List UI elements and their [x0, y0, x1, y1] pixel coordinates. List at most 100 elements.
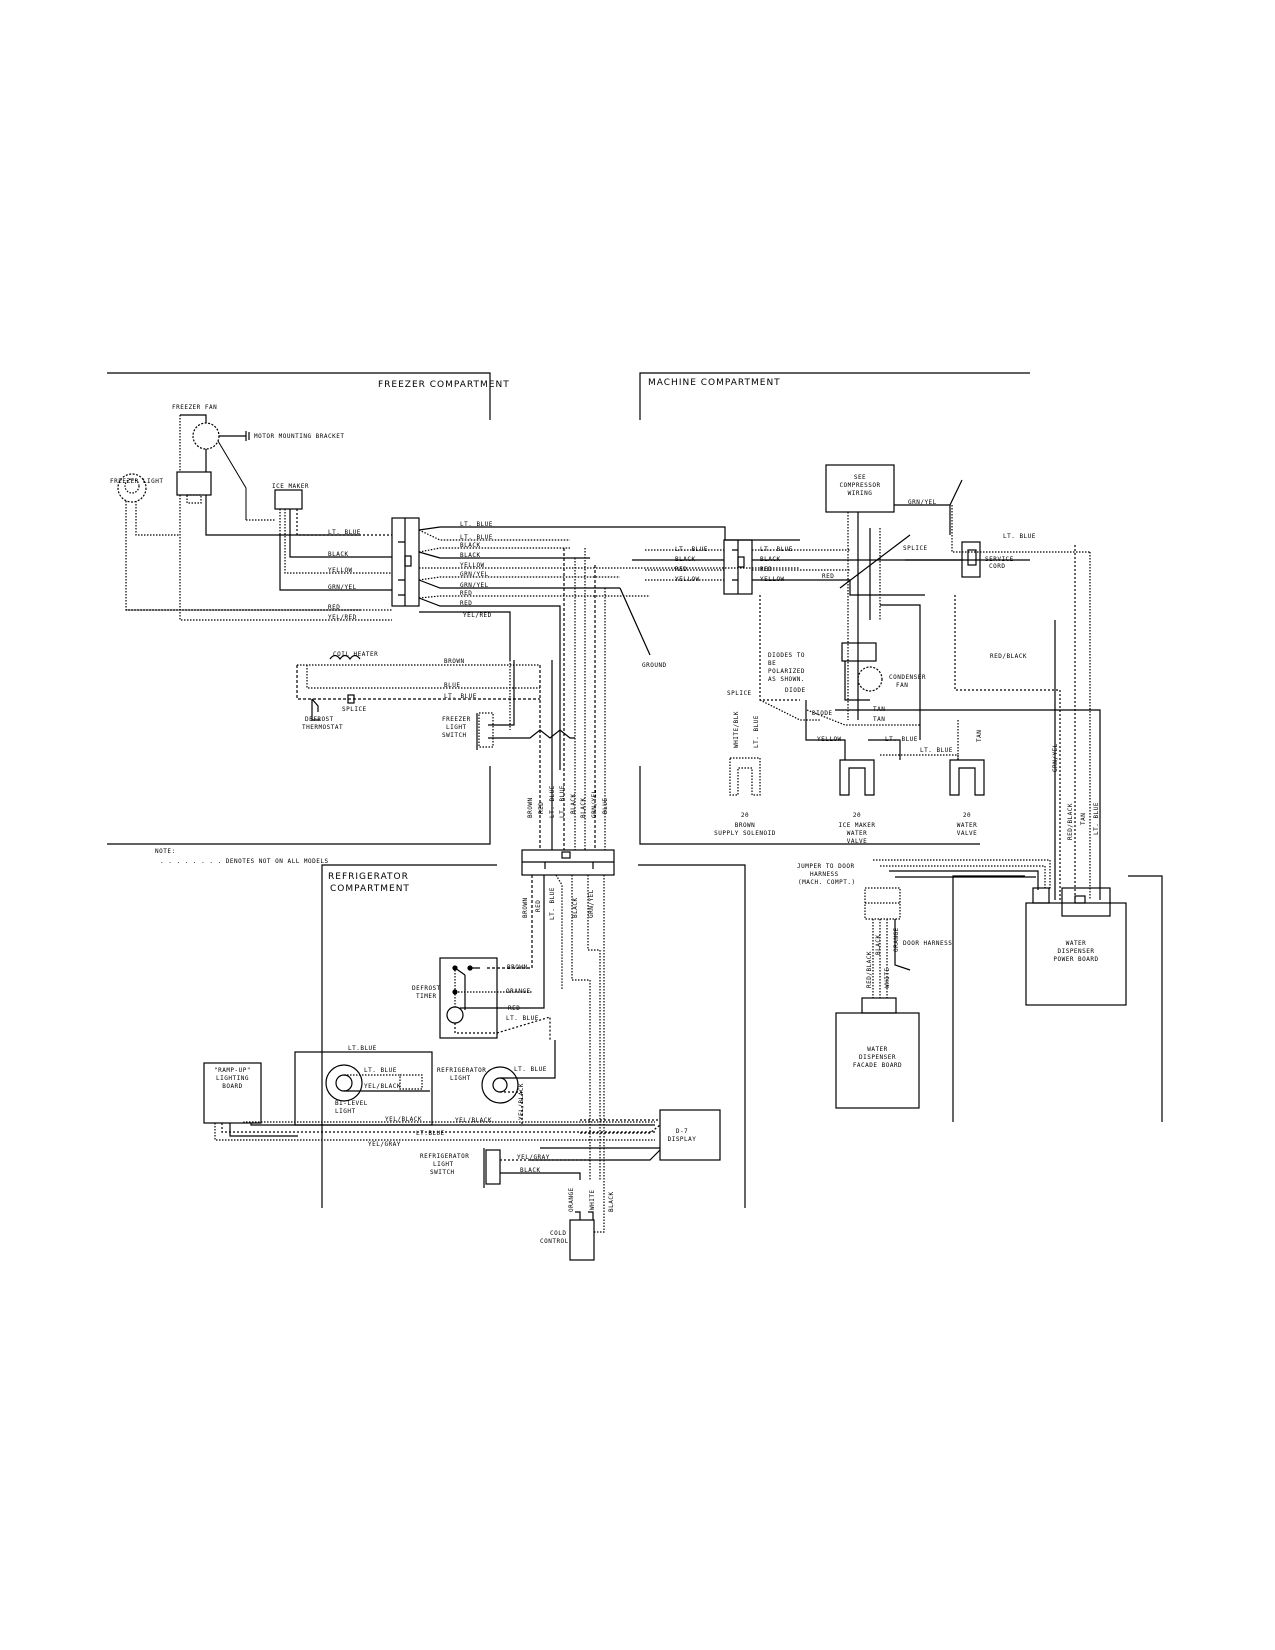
- wire-label: GRN/YEL: [460, 571, 489, 578]
- coil-heater-label: COIL HEATER: [333, 651, 379, 658]
- machine-compartment-title: MACHINE COMPARTMENT: [648, 378, 781, 388]
- wire-label: YELLOW: [460, 562, 485, 569]
- wire-label: LT. BLUE: [760, 546, 793, 553]
- display-label-1: D-7: [675, 1128, 689, 1135]
- vertical-wire-label: YEL/BLACK: [518, 1082, 525, 1120]
- water-valve-label-2: VALVE: [956, 830, 978, 837]
- wire-label: YELLOW: [328, 567, 353, 574]
- vertical-wire-label: LT. BLUE: [1093, 802, 1100, 835]
- wire-label: YEL/RED: [328, 614, 357, 621]
- wire-label: LT. BLUE: [460, 521, 493, 528]
- refrigerator-frame: [321, 864, 497, 1208]
- wire-label: BROWN: [444, 658, 465, 665]
- wire-label: GRN/YEL: [908, 499, 937, 506]
- wire-label: YELLOW: [817, 736, 842, 743]
- defrost-thermostat-label-2: THERMOSTAT: [302, 724, 344, 731]
- diodes-note-4: AS SHOWN.: [768, 676, 806, 683]
- diodes-note-1: DIODES TO: [768, 652, 806, 659]
- refrigerator-light-label-2: LIGHT: [450, 1075, 471, 1082]
- solenoid-label-1: BROWN: [734, 822, 756, 829]
- freezer-frame: [107, 372, 491, 420]
- diode-label: DIODE: [785, 687, 806, 694]
- wire-label: LT. BLUE: [444, 693, 477, 700]
- icemaker-valve-label-3: VALVE: [846, 838, 868, 845]
- water-valve-label-1: WATER: [956, 822, 978, 829]
- wire-label: TAN: [873, 716, 886, 723]
- vertical-wire-label: RED: [535, 899, 542, 912]
- splice-label-2: SPLICE: [727, 690, 752, 697]
- wire-label: YEL/BLACK: [385, 1116, 423, 1123]
- dispenser-frame-right: [1128, 875, 1163, 1122]
- splice-label: SPLICE: [342, 706, 367, 713]
- wire-label: LT. BLUE: [675, 546, 708, 553]
- lighting-board-label-2: LIGHTING: [216, 1075, 249, 1082]
- wire-label: YEL/BLACK: [364, 1083, 402, 1090]
- compressor-label-3: WIRING: [847, 490, 873, 497]
- wire-label: LT. BLUE: [920, 747, 953, 754]
- dispenser-frame-left: [952, 875, 1025, 1122]
- wire-label: LT. BLUE: [328, 529, 361, 536]
- wire-label: YEL/GRAY: [517, 1154, 550, 1161]
- wire-label: YELLOW: [675, 576, 700, 583]
- diode-label-2: DIODE: [812, 710, 833, 717]
- wire-label: LT. BLUE: [885, 736, 918, 743]
- wire-label: ORANGE: [506, 988, 531, 995]
- diodes-note-3: POLARIZED: [768, 668, 806, 675]
- vertical-wire-label: RED: [538, 801, 545, 814]
- motor-bracket-label: MOTOR MOUNTING BRACKET: [254, 433, 345, 440]
- vertical-wire-label: LT. BLUE: [549, 785, 556, 818]
- wire-label: BLACK: [460, 552, 481, 559]
- icemaker-valve-rating: 20: [852, 812, 862, 819]
- wire-label: YEL/RED: [463, 612, 492, 619]
- wire-label: LT. BLUE: [506, 1015, 539, 1022]
- defrost-thermostat-label: DEFROST: [305, 716, 334, 723]
- bi-level-light-label-1: BI-LEVEL: [335, 1100, 368, 1107]
- defrost-timer-label-2: TIMER: [416, 993, 437, 1000]
- jumper-label-2: HARNESS: [810, 871, 839, 878]
- lighting-board-label-1: "RAMP-UP": [213, 1067, 251, 1074]
- diodes-note-2: BE: [768, 660, 777, 667]
- wire-label: YEL/GRAY: [368, 1141, 401, 1148]
- cold-control-label-1: COLD: [550, 1230, 567, 1237]
- facade-board-label-1: WATER: [867, 1046, 888, 1053]
- wire-label: GRN/YEL: [328, 584, 357, 591]
- icemaker-valve-label-2: WATER: [846, 830, 868, 837]
- vertical-wire-label: TAN: [976, 729, 983, 742]
- vertical-wire-label: WHITE: [884, 967, 891, 988]
- jumper-label-3: (MACH. COMPT.): [798, 879, 856, 886]
- wire-label: LT. BLUE: [1003, 533, 1036, 540]
- vertical-wire-label: LT. BLUE: [559, 785, 566, 818]
- vertical-wire-label: BLACK: [875, 934, 882, 955]
- wire-label: BLUE: [444, 682, 461, 689]
- wire-label: RED: [460, 600, 473, 607]
- bi-level-light-label-2: LIGHT: [335, 1108, 356, 1115]
- vertical-wire-label: BLACK: [570, 793, 577, 814]
- refrigerator-light-label-1: REFRIGERATOR: [437, 1067, 487, 1074]
- vertical-wire-label: ORANGE: [568, 1187, 575, 1212]
- power-board-label-2: DISPENSER: [1057, 948, 1095, 955]
- refrigerator-compartment-title-1: REFRIGERATOR: [328, 872, 409, 882]
- wire-label: BROWN: [507, 964, 528, 971]
- note-text: . . . . . . . . DENOTES NOT ON ALL MODEL…: [160, 858, 329, 865]
- power-board-label-1: WATER: [1065, 940, 1087, 947]
- wire-label: LT. BLUE: [460, 534, 493, 541]
- wire-label: BLACK: [328, 551, 349, 558]
- vertical-wire-label: LT. BLUE: [753, 715, 760, 748]
- ground-label: GROUND: [642, 662, 667, 669]
- note-title: NOTE:: [155, 848, 176, 855]
- compressor-label-2: COMPRESSOR: [839, 482, 881, 489]
- wire-label: GRN/YEL: [460, 582, 489, 589]
- jumper-label-1: JUMPER TO DOOR: [797, 863, 855, 870]
- vertical-wire-label: RED/BLACK: [866, 950, 873, 988]
- vertical-wire-label: WHITE/BLK: [733, 710, 740, 748]
- wire-label: YELLOW: [760, 576, 785, 583]
- refrigerator-compartment-title-2: COMPARTMENT: [330, 884, 410, 894]
- vertical-wire-label: GRN/YEL: [1052, 743, 1059, 772]
- condenser-fan-label: CONDENSER: [889, 674, 927, 681]
- power-board-label-3: POWER BOARD: [1053, 956, 1099, 963]
- wire-label: BLACK: [760, 556, 781, 563]
- wire-label: RED: [460, 590, 473, 597]
- refrig-switch-label-1: REFRIGERATOR: [420, 1153, 470, 1160]
- freezer-light-switch-label-3: SWITCH: [442, 732, 467, 739]
- wire-label: YEL/BLACK: [455, 1117, 493, 1124]
